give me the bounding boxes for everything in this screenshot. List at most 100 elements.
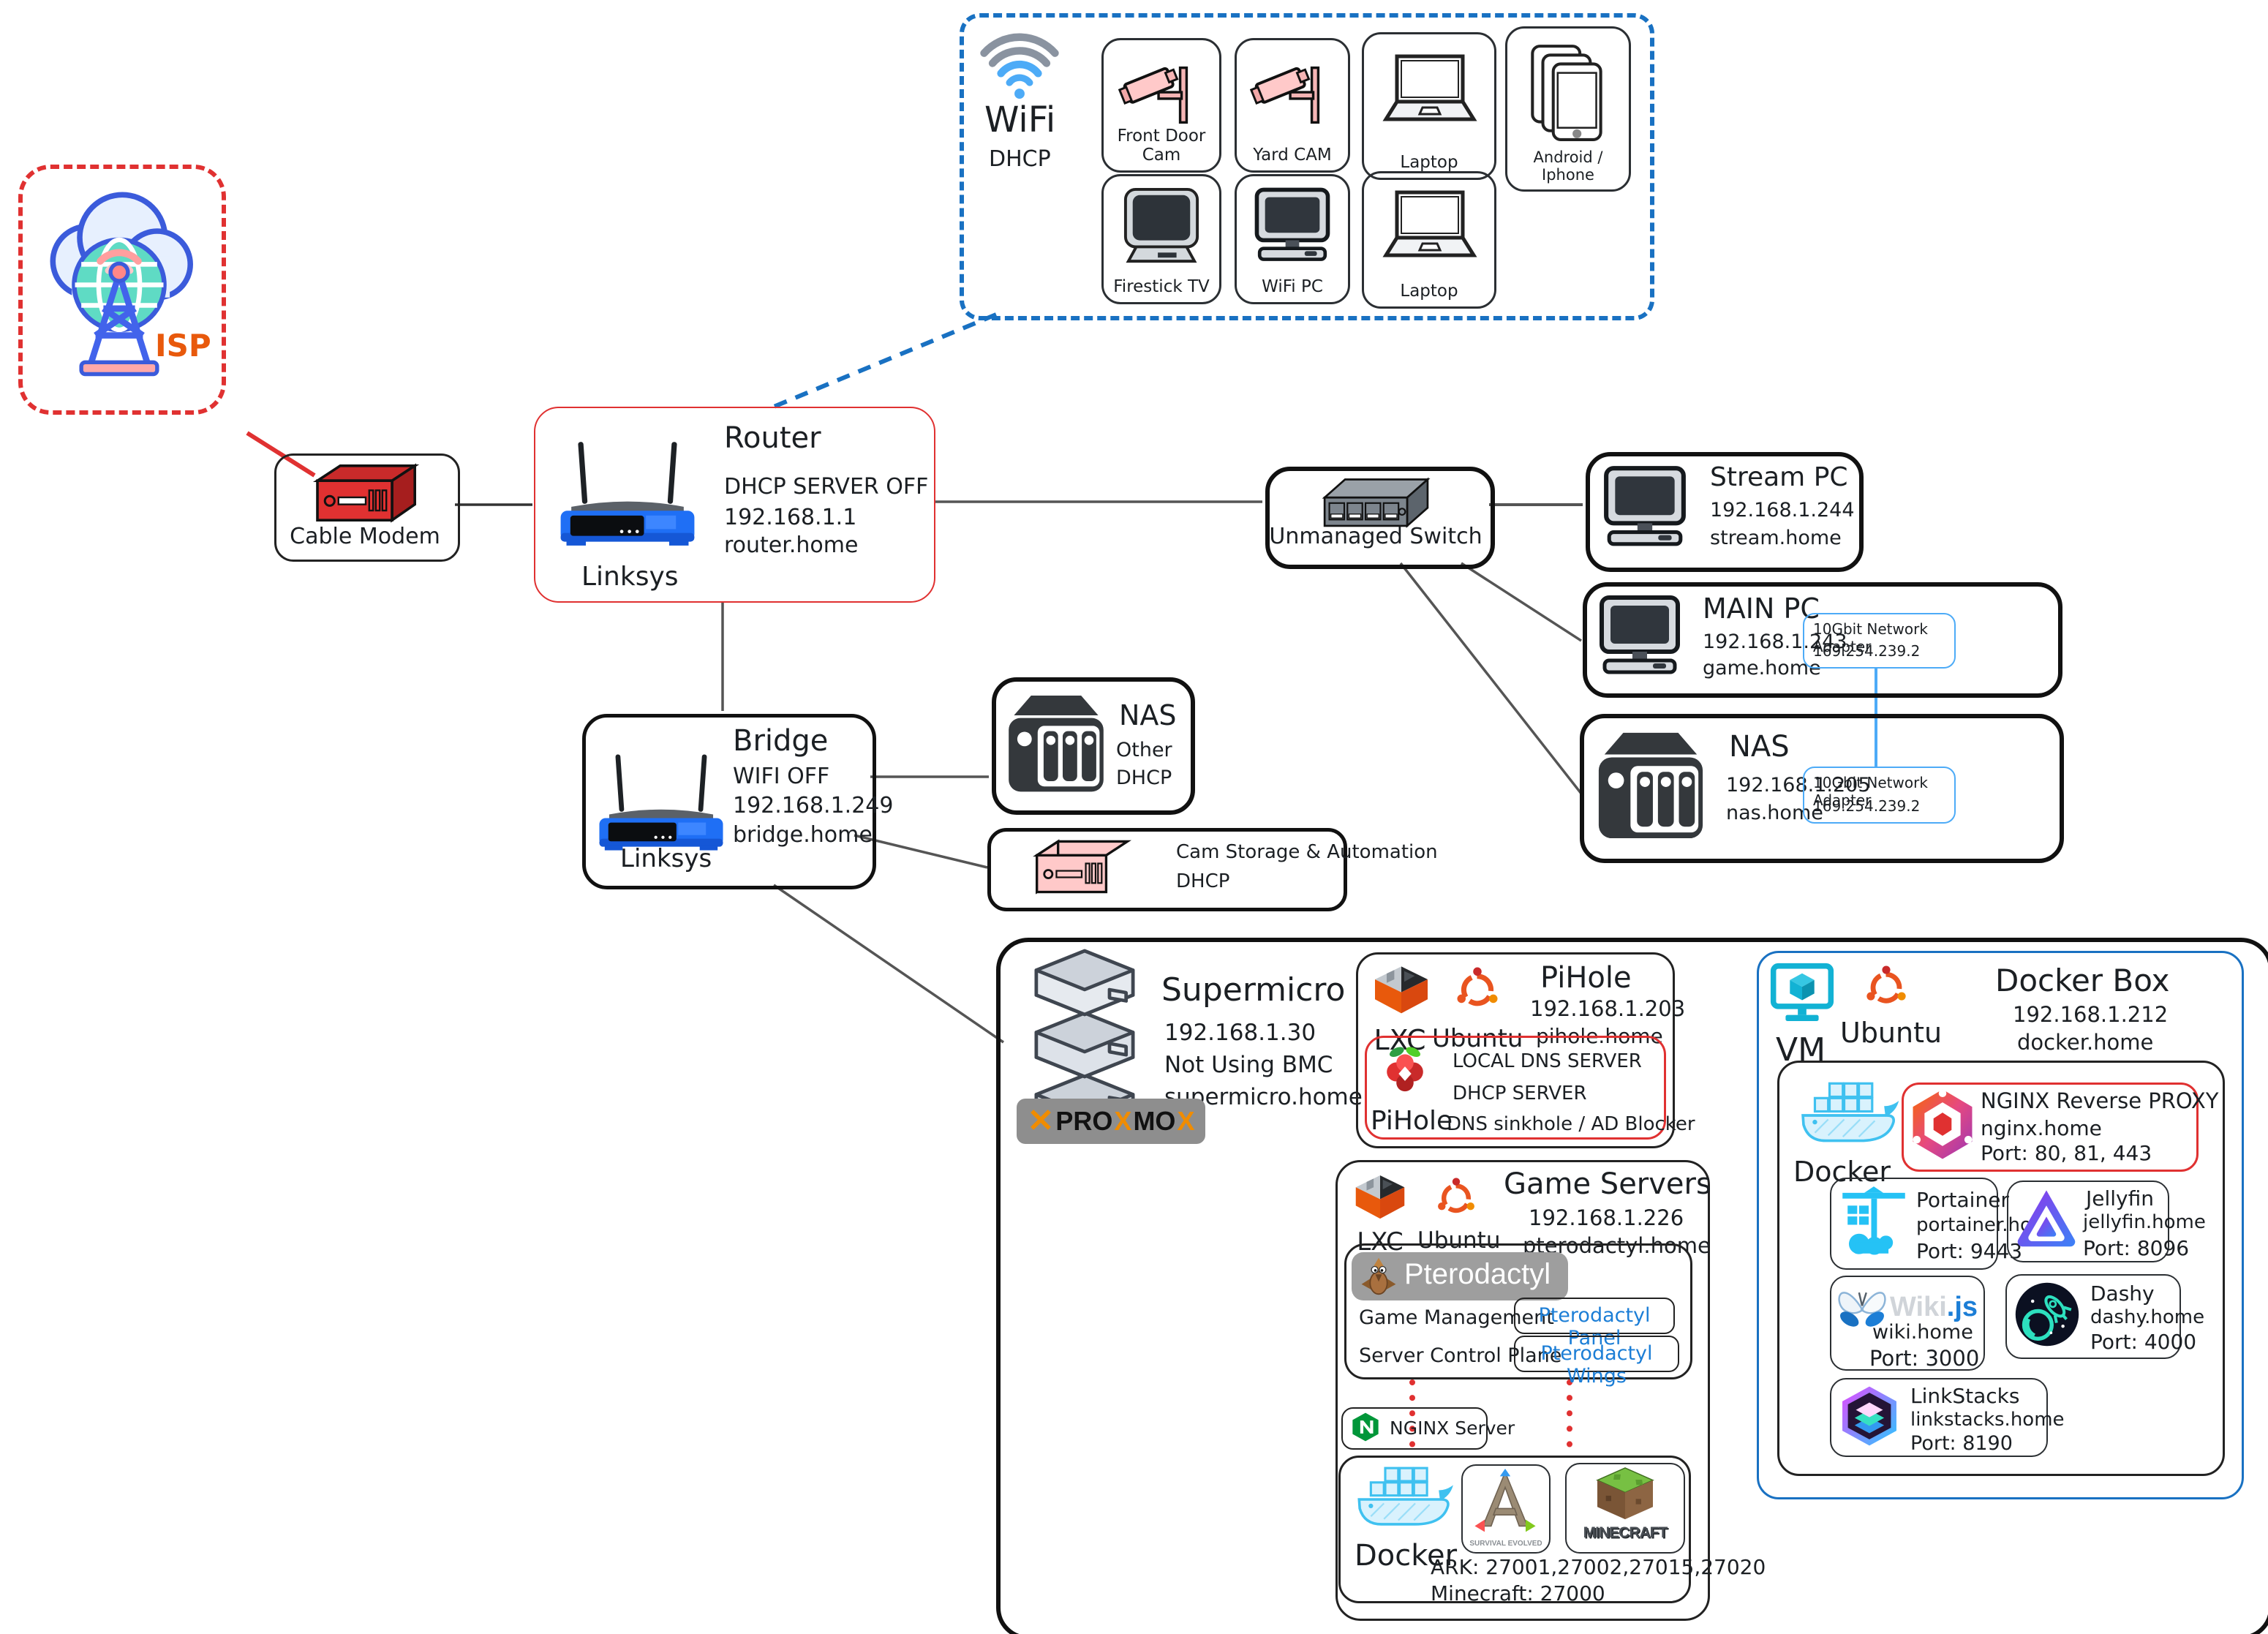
- ark-logo-icon: [1467, 1469, 1543, 1533]
- bridge-ip: 192.168.1.249: [733, 793, 894, 818]
- wifi-icon: [977, 28, 1062, 99]
- wifi-device-laptop-1: Laptop: [1362, 32, 1496, 180]
- proxmox-x-icon: ✕: [1027, 1103, 1055, 1139]
- pihole-title: PiHole: [1540, 961, 1632, 995]
- jellyfin-host: jellyfin.home: [2083, 1211, 2206, 1233]
- nginx-reverse-proxy-chip: [1902, 1083, 2199, 1172]
- proxmox-x: X: [1114, 1106, 1132, 1136]
- bridge-wifi: WIFI OFF: [733, 764, 830, 789]
- device-label: WiFi PC: [1262, 277, 1323, 296]
- portainer-chip: [1830, 1178, 1998, 1270]
- nas-other-line1: Other: [1116, 739, 1172, 761]
- nas-node: [1580, 714, 2064, 863]
- camera-icon: [1250, 52, 1336, 138]
- docker-box-title: Docker Box: [1995, 963, 2170, 998]
- laptop-icon: [1379, 53, 1481, 127]
- ubuntu-label: Ubuntu: [1432, 1024, 1523, 1053]
- lxc-icon: [1350, 1173, 1410, 1223]
- isp-zone: [18, 165, 226, 415]
- wifi-device-wifi-pc: WiFi PC: [1235, 174, 1350, 304]
- device-label: Laptop: [1400, 282, 1458, 301]
- server-control-label: Server Control Plane: [1359, 1344, 1562, 1367]
- adapter-name: 10Gbit Network Adapter: [1813, 774, 1928, 809]
- wifi-device-laptop-2: Laptop: [1362, 171, 1496, 309]
- linkstacks-port: Port: 8190: [1910, 1432, 2013, 1455]
- supermicro-title: Supermicro: [1161, 971, 1346, 1009]
- adapter-ip: 169.254.239.2: [1813, 797, 1921, 815]
- wikijs-name-blue: .js: [1946, 1292, 1978, 1322]
- adapter-name: 10Gbit Network Adapter: [1813, 620, 1928, 655]
- tv-icon: [1118, 187, 1205, 266]
- dashy-icon: [2014, 1281, 2080, 1347]
- cam-storage-node: [987, 828, 1347, 911]
- cable-modem-label: Cable Modem: [290, 524, 440, 549]
- router-node: [534, 407, 935, 603]
- docker-label: Docker: [1355, 1539, 1458, 1573]
- lxc-icon: [1369, 964, 1433, 1018]
- nas-icon: [1003, 689, 1109, 794]
- proxmox-logo: ✕ PRO X MO X: [1017, 1099, 1205, 1144]
- minecraft-logo-label: MINECRAFT: [1583, 1524, 1668, 1541]
- jellyfin-name: Jellyfin: [2086, 1186, 2154, 1211]
- docker-whale-icon: [1793, 1078, 1903, 1153]
- dashy-chip: [2005, 1274, 2181, 1359]
- wifi-device-firestick: Firestick TV: [1101, 174, 1221, 304]
- pterodactyl-panel-button: Pterodactyl Panel: [1514, 1298, 1675, 1349]
- pihole-services-box: [1365, 1036, 1666, 1140]
- portainer-icon: [1839, 1185, 1909, 1260]
- linkstacks-chip: [1830, 1378, 2048, 1457]
- laptop-icon: [1379, 189, 1481, 263]
- bridge-node: [582, 714, 876, 889]
- game-servers-title: Game Servers: [1504, 1167, 1711, 1201]
- minecraft-card: MINECRAFT: [1565, 1463, 1685, 1554]
- ubuntu-icon: [1435, 1176, 1477, 1219]
- main-pc-ip: 192.168.1.243: [1703, 630, 1847, 653]
- vm-icon: [1768, 960, 1836, 1030]
- ark-ports: ARK: 27001,27002,27015,27020: [1431, 1555, 1766, 1579]
- docker-box-ip: 192.168.1.212: [2013, 1002, 2169, 1027]
- main-pc-adapter-chip: 10Gbit Network Adapter 169.254.239.2: [1803, 613, 1956, 669]
- wifi-zone: [960, 13, 1654, 320]
- wifi-device-yard-cam: Yard CAM: [1235, 38, 1350, 173]
- router-dhcp: DHCP SERVER OFF: [724, 474, 929, 500]
- stream-pc-node: [1586, 452, 1864, 572]
- linkstacks-icon: [1839, 1385, 1900, 1447]
- nginx-server-chip: [1341, 1407, 1488, 1450]
- device-label: Laptop: [1400, 153, 1458, 172]
- bridge-host: bridge.home: [733, 822, 873, 848]
- nginx-server-label: NGINX Server: [1390, 1417, 1515, 1439]
- line-bridge-cam: [854, 834, 988, 869]
- proxmox-text: MO: [1133, 1106, 1176, 1136]
- device-label: Front Door Cam: [1117, 127, 1206, 165]
- dashy-host: dashy.home: [2090, 1306, 2205, 1328]
- wikijs-host: wiki.home: [1872, 1321, 1973, 1344]
- device-label: Firestick TV: [1113, 277, 1210, 296]
- pterodactyl-label: Pterodactyl: [1404, 1258, 1551, 1290]
- nas-other-title: NAS: [1119, 699, 1177, 731]
- nas-other-line2: DHCP: [1116, 767, 1172, 789]
- game-servers-ip: 192.168.1.226: [1529, 1205, 1684, 1230]
- pihole-raspberry-icon: [1382, 1043, 1428, 1104]
- supermicro-note: Not Using BMC: [1164, 1052, 1333, 1078]
- router-icon: [550, 426, 705, 562]
- jellyfin-chip: [2007, 1181, 2169, 1262]
- nas-other-node: [992, 677, 1195, 815]
- games-docker-box: [1338, 1456, 1691, 1603]
- wikijs-port: Port: 3000: [1869, 1346, 1980, 1371]
- device-label: Yard CAM: [1253, 146, 1332, 165]
- wifi-subtitle: DHCP: [989, 146, 1051, 172]
- linkstacks-name: LinkStacks: [1910, 1384, 2020, 1408]
- cam-storage-icon: [1033, 839, 1132, 895]
- line-switch-nas: [1399, 562, 1583, 795]
- pihole-line2: DHCP SERVER: [1453, 1083, 1587, 1104]
- router-brand: Linksys: [581, 562, 679, 592]
- nginx-rp-name: NGINX Reverse PROXY: [1981, 1088, 2219, 1113]
- switch-node: [1265, 467, 1495, 569]
- proxmox-text: PRO: [1055, 1106, 1113, 1136]
- docker-services-box: [1777, 1061, 2225, 1476]
- nginx-proxy-manager-icon: [1910, 1087, 1975, 1162]
- nginx-icon: [1350, 1412, 1381, 1442]
- pterodactyl-icon: [1359, 1257, 1398, 1296]
- docker-whale-icon: [1350, 1463, 1457, 1536]
